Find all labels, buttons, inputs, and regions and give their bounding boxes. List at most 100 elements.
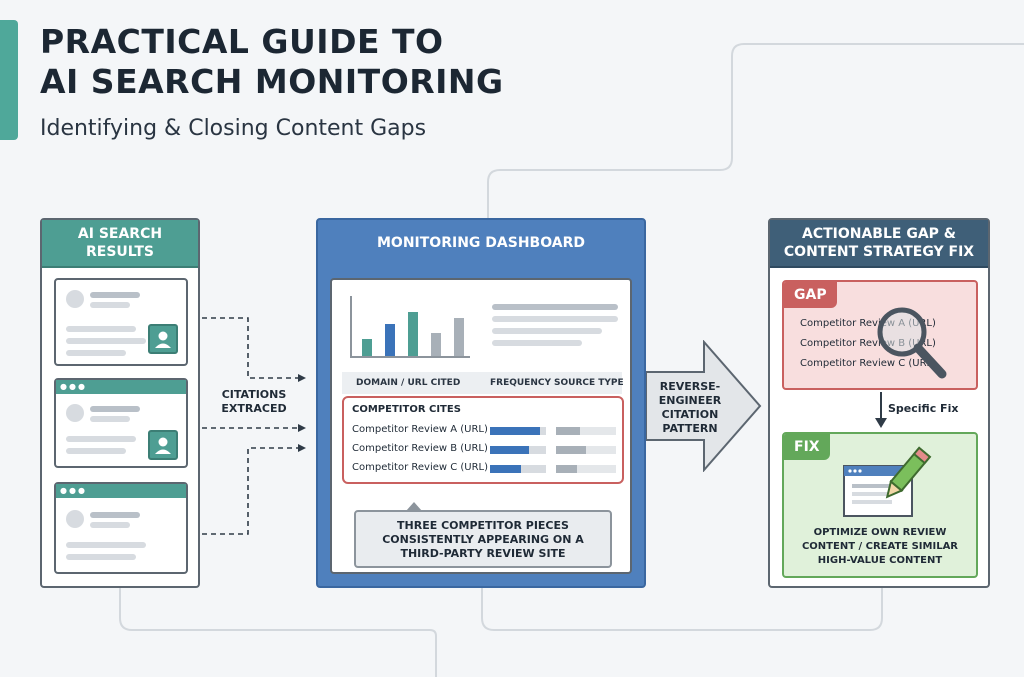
frequency-fill (490, 427, 540, 435)
avatar-placeholder-icon (66, 404, 84, 422)
source-fill (556, 427, 580, 435)
gap-item: Competitor Review A (URL) (800, 318, 936, 329)
text-line (492, 340, 582, 346)
text-line (492, 316, 618, 322)
competitor-insight-callout: THREE COMPETITOR PIECES CONSISTENTLY APP… (354, 510, 612, 568)
citations-extracted-label: CITATIONS EXTRACED (214, 388, 294, 416)
frequency-fill (490, 465, 521, 473)
frequency-bar (490, 446, 546, 454)
arrow-label-line3: CITATION (661, 408, 719, 421)
competitor-row-label: Competitor Review B (URL) (352, 443, 488, 454)
text-line (66, 350, 126, 356)
text-line (66, 448, 126, 454)
text-line (66, 338, 146, 344)
id-card-icon (148, 430, 178, 460)
text-line (90, 292, 140, 298)
text-line (66, 542, 146, 548)
column-frequency: FREQUENCY (490, 378, 551, 388)
competitor-row-label: Competitor Review A (URL) (352, 424, 488, 435)
window-dots-icon: ●●● (60, 486, 87, 495)
page-subtitle: Identifying & Closing Content Gaps (40, 116, 427, 141)
gap-box: GAP Competitor Review A (URL) Competitor… (782, 280, 978, 390)
monitoring-dashboard-panel: MONITORING DASHBOARD DOMAIN / URL CITED … (316, 218, 646, 588)
card-titlebar: ●●● (56, 484, 186, 498)
citations-label-line1: CITATIONS (221, 388, 287, 401)
down-arrow-icon (875, 392, 887, 428)
citations-label-line2: EXTRACED (221, 402, 287, 415)
search-result-card-1 (54, 278, 188, 366)
gap-item: Competitor Review B (URL) (800, 338, 936, 349)
header-accent-bar (0, 20, 18, 140)
reverse-engineer-label: REVERSE- ENGINEER CITATION PATTERN (648, 380, 732, 436)
page-title-line2: AI SEARCH MONITORING (40, 62, 504, 101)
big-arrow-icon (646, 340, 762, 472)
specific-fix-label: Specific Fix (888, 402, 959, 415)
mini-bar-chart (350, 296, 470, 358)
gap-strategy-title-line2: CONTENT STRATEGY FIX (783, 244, 975, 260)
gap-item: Competitor Review C (URL) (800, 358, 937, 369)
text-line (90, 522, 130, 528)
monitoring-dashboard-header: MONITORING DASHBOARD (377, 235, 585, 251)
search-result-card-2: ●●● (54, 378, 188, 468)
source-bar (556, 427, 616, 435)
card-titlebar: ●●● (56, 380, 186, 394)
callout-line3: THIRD-PARTY REVIEW SITE (400, 547, 566, 560)
source-bar (556, 465, 616, 473)
citation-table-header: DOMAIN / URL CITED FREQUENCY SOURCE TYPE (342, 372, 624, 394)
source-bar (556, 446, 616, 454)
dashboard-content: DOMAIN / URL CITED FREQUENCY SOURCE TYPE… (330, 278, 632, 574)
gap-tag: GAP (784, 282, 837, 308)
ai-search-results-title-line1: AI SEARCH (77, 226, 163, 242)
ai-search-results-title-line2: RESULTS (85, 244, 154, 260)
text-line (492, 304, 618, 310)
citation-arrows (202, 317, 306, 535)
avatar-placeholder-icon (66, 290, 84, 308)
mini-chart-bar (408, 312, 418, 356)
arrow-label-line2: ENGINEER (658, 394, 722, 407)
callout-line2: CONSISTENTLY APPEARING ON A (382, 533, 584, 546)
id-card-icon (148, 324, 178, 354)
frequency-bar (490, 465, 546, 473)
fix-description: OPTIMIZE OWN REVIEW CONTENT / CREATE SIM… (784, 526, 976, 568)
text-line (90, 512, 140, 518)
avatar-placeholder-icon (66, 510, 84, 528)
text-line (90, 406, 140, 412)
source-fill (556, 465, 577, 473)
fix-box: FIX OPTIMIZE OWN REVIEW CONTENT / CREATE… (782, 432, 978, 578)
mini-chart-bar (362, 339, 372, 356)
text-line (66, 326, 136, 332)
ai-search-results-header: AI SEARCH RESULTS (42, 220, 198, 268)
fix-line1: OPTIMIZE OWN REVIEW (813, 527, 947, 538)
text-line (66, 436, 136, 442)
window-dots-icon: ●●● (60, 382, 87, 391)
text-line (66, 554, 136, 560)
text-line (90, 416, 130, 422)
arrow-label-line4: PATTERN (662, 422, 718, 435)
competitor-cites-box: COMPETITOR CITES Competitor Review A (UR… (342, 396, 624, 484)
search-result-card-3: ●●● (54, 482, 188, 574)
fix-line3: HIGH-VALUE CONTENT (817, 555, 943, 566)
frequency-bar (490, 427, 546, 435)
gap-strategy-header: ACTIONABLE GAP & CONTENT STRATEGY FIX (770, 220, 988, 268)
source-fill (556, 446, 586, 454)
column-source-type: SOURCE TYPE (554, 378, 624, 388)
frequency-fill (490, 446, 529, 454)
mini-chart-bar (431, 333, 441, 356)
text-line (90, 302, 130, 308)
text-line (492, 328, 602, 334)
magnifier-icon (877, 307, 947, 379)
competitor-cites-title: COMPETITOR CITES (352, 404, 461, 415)
fix-tag: FIX (784, 434, 830, 460)
column-domain: DOMAIN / URL CITED (356, 378, 461, 388)
callout-line1: THREE COMPETITOR PIECES (397, 519, 569, 532)
fix-line2: CONTENT / CREATE SIMILAR (801, 541, 959, 552)
mini-chart-bar (385, 324, 395, 356)
callout-pointer (406, 502, 422, 511)
arrow-label-line1: REVERSE- (659, 380, 721, 393)
mini-chart-bars (352, 296, 470, 356)
gap-strategy-panel: ACTIONABLE GAP & CONTENT STRATEGY FIX GA… (768, 218, 990, 588)
competitor-row-label: Competitor Review C (URL) (352, 462, 489, 473)
page-title-line1: PRACTICAL GUIDE TO (40, 22, 444, 61)
pencil-icon (885, 446, 932, 499)
